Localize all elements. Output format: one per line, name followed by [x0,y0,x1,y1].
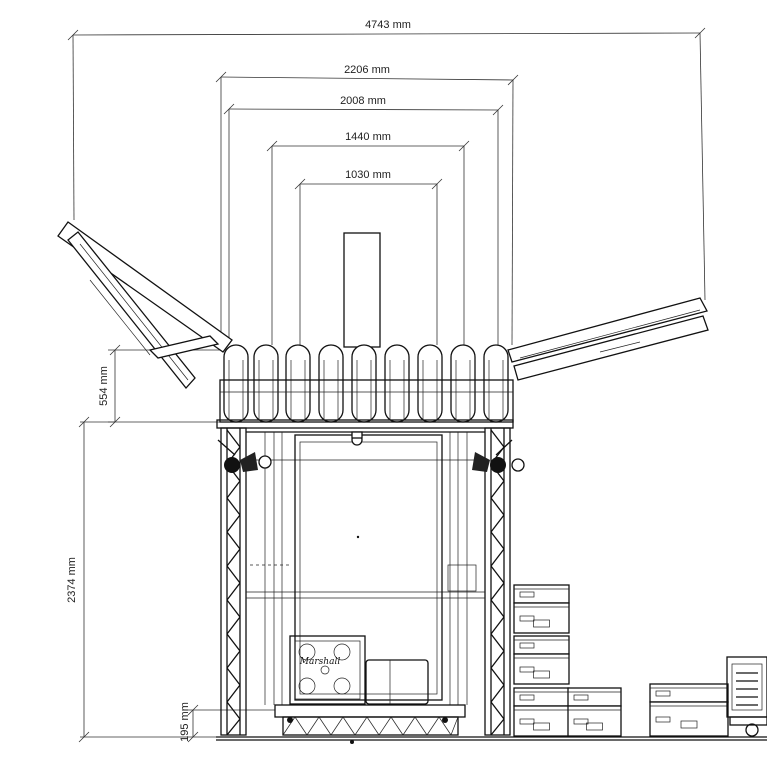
roof-arch [285,344,311,423]
road-cases [513,584,729,737]
dimension-screen-width-label: 1030 mm [345,169,391,181]
dimension-screen-width: 1030 mm [294,169,443,345]
power-distribution-box [726,656,767,737]
roof-arch [318,344,344,423]
left-truss-tower [220,427,247,736]
dimension-roof-width-label: 2206 mm [344,64,390,76]
road-case [567,705,622,737]
roof-base [219,379,514,423]
dimension-stage-height-label: 2374 mm [66,557,78,603]
right-roof-wing [507,297,709,381]
dimension-roof-width: 2206 mm [215,64,519,346]
road-case [513,705,570,737]
backdrop-screen [294,431,443,701]
dimension-frame-width: 2008 mm [223,95,504,345]
dimension-riser-height-label: 195 mm [179,702,191,742]
dimension-overall-width-label: 4743 mm [365,19,411,31]
roof-arch [450,344,476,423]
roof-arch [483,344,509,423]
roof-arch [351,344,377,423]
amp-brand-logo: Marshall [299,657,341,667]
roof-arch [384,344,410,423]
road-case [567,687,622,707]
dimension-roof-height-label: 554 mm [98,366,110,406]
top-banner-panel [343,232,381,348]
right-truss-tower [484,427,511,736]
roof-beam [216,419,514,429]
left-roof-wing [57,221,233,390]
dimension-inner-width: 1440 mm [266,131,470,345]
roof-arch [417,344,443,423]
road-case [513,635,570,655]
road-case [513,653,570,685]
stage-riser [274,704,466,736]
roof-arch [223,344,249,423]
dimension-overall-width: 4743 mm [67,19,706,301]
road-case [649,701,729,737]
spotlight-left [217,439,272,473]
dimension-inner-width-label: 1440 mm [345,131,391,143]
roof-arches [223,344,509,423]
inner-frame [246,431,485,705]
road-case [513,687,570,707]
spotlight-right [472,439,525,473]
road-case [649,683,729,703]
roof-arch [253,344,279,423]
dimension-riser-height: 195 mm [179,702,275,743]
road-case [513,602,570,634]
amp-cabinet: Marshall [289,635,366,705]
equipment-box [365,659,429,705]
dimension-frame-width-label: 2008 mm [340,95,386,107]
dimension-stage-height: 2374 mm [66,416,220,743]
road-case [513,584,570,604]
